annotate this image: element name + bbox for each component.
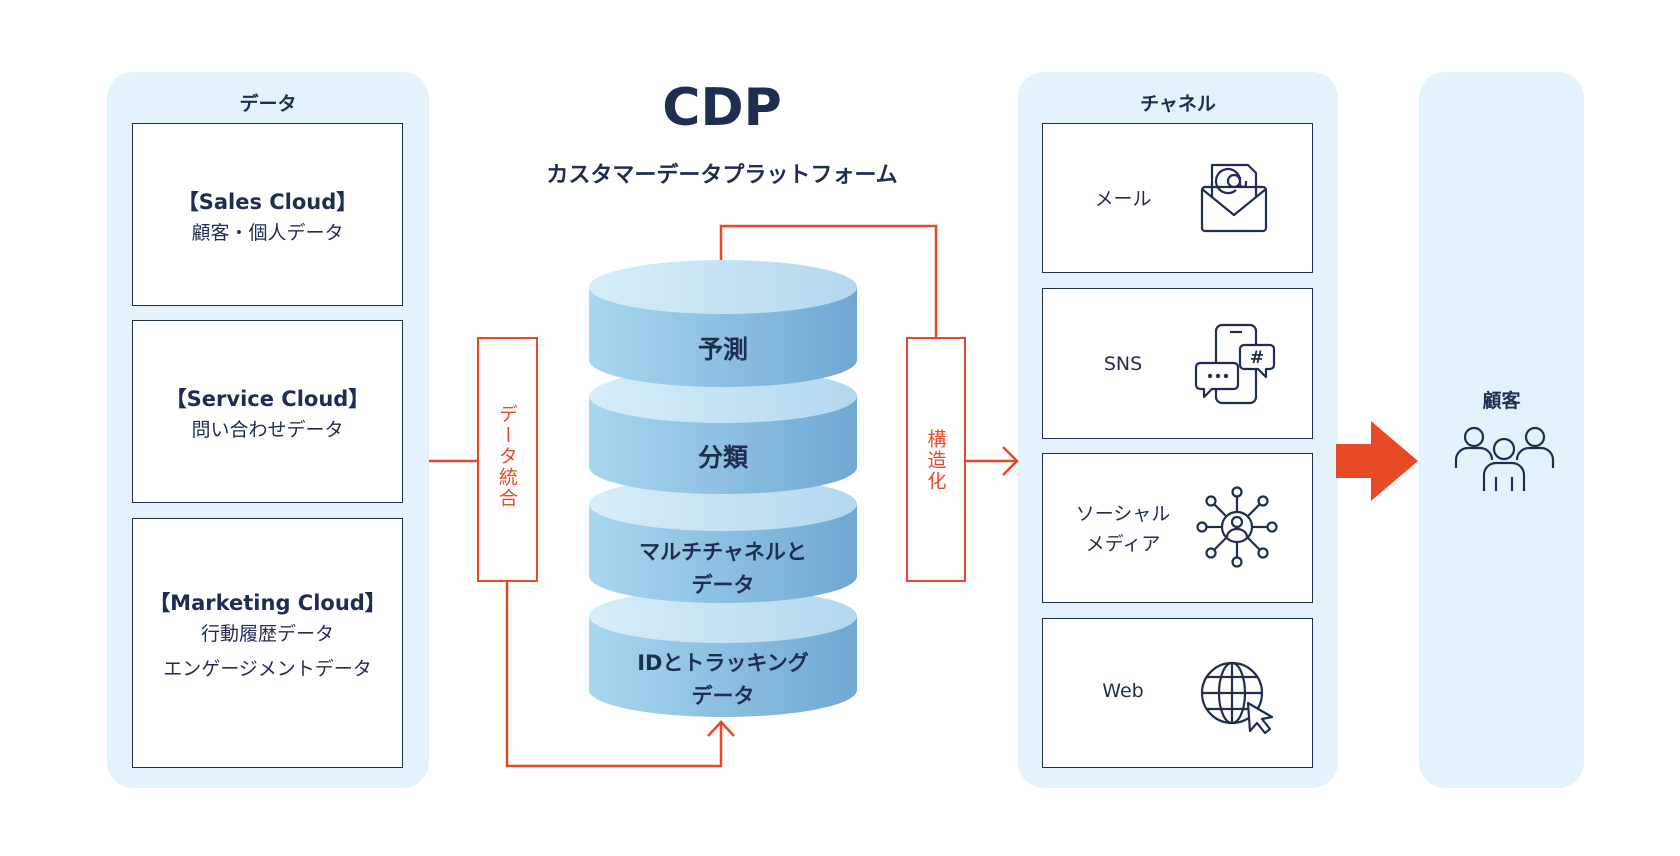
source-line: 行動履歴データ [200,623,334,645]
cdp-arrowhead-up [707,720,735,737]
cdp-title: CDP [662,78,782,138]
cylinder-layer-id-tracking [589,589,857,717]
structuring-label-box: 構造化 [906,337,966,582]
integration-label: データ統合 [496,404,518,509]
cdp-layer-line: データ [691,684,755,708]
cdp-layer-line: IDとトラッキング [637,651,809,675]
channel-sns: SNS # [1042,288,1313,439]
cdp-layer-line: マルチチャネルと [639,540,807,564]
structuring-label: 構造化 [924,429,947,492]
social-network-icon [1196,486,1278,568]
channel-label: SNS [1103,353,1143,375]
source-sales-cloud: 【Sales Cloud】 顧客・個人データ [132,123,403,306]
cdp-layer-line: データ [691,573,755,597]
source-line: 顧客・個人データ [191,222,344,244]
cdp-layer-label: IDとトラッキング データ [589,647,857,713]
integration-label-box: データ統合 [477,337,538,582]
source-line: 問い合わせデータ [191,419,344,441]
customer-panel-title: 顧客 [1482,390,1521,412]
channel-panel-title: チャネル [1140,93,1216,115]
cdp-subtitle: カスタマーデータプラットフォーム [546,163,898,188]
globe-cursor-icon [1200,661,1274,735]
data-panel-title: データ [239,93,297,115]
big-arrow-to-customer [1336,421,1418,501]
cylinder-layer-prediction [589,260,857,387]
cdp-layer-label: 分類 [697,443,748,472]
channel-label: メール [1094,188,1152,210]
source-name: 【Marketing Cloud】 [149,591,386,615]
channel-social-media: ソーシャル メディア [1042,453,1313,603]
cylinder-layer-classification [589,369,857,494]
channel-label: Web [1102,680,1144,702]
cdp-layer-label: マルチチャネルと データ [589,536,857,602]
source-name: 【Service Cloud】 [165,387,370,411]
mail-icon [1200,163,1268,233]
source-line: エンゲージメントデータ [163,658,372,680]
channel-label-line: ソーシャル [1075,503,1171,525]
integration-to-cdp-line [505,582,723,768]
channel-label-line: メディア [1085,533,1161,555]
channel-arrowhead [1002,446,1019,476]
customer-panel: 顧客 [1419,72,1584,788]
channel-label: ソーシャル メディア [1058,499,1188,559]
svg-text:#: # [1250,348,1264,368]
source-name: 【Sales Cloud】 [177,190,358,214]
cdp-layer-label: 予測 [697,335,748,364]
channel-mail: メール [1042,123,1313,273]
smartphone-chat-icon: # [1194,323,1276,405]
cylinder-layer-multichannel [589,477,857,603]
source-service-cloud: 【Service Cloud】 問い合わせデータ [132,320,403,503]
channel-web: Web [1042,618,1313,768]
source-marketing-cloud: 【Marketing Cloud】 行動履歴データ エンゲージメントデータ [132,518,403,768]
cdp-to-structuring-line [719,224,938,337]
people-group-icon [1454,426,1555,491]
